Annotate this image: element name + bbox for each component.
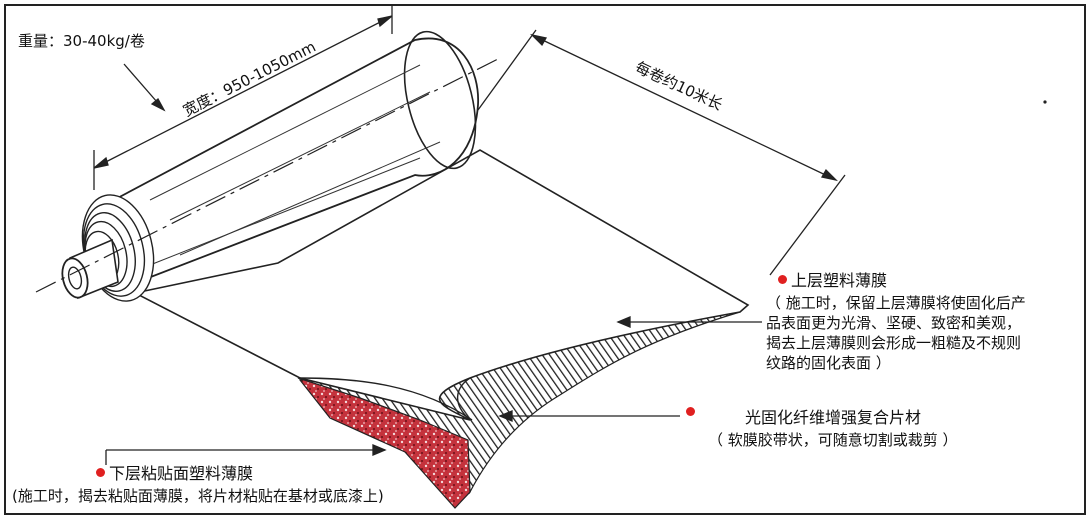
upper-film-title: 上层塑料薄膜 — [778, 271, 887, 290]
marker-dot — [686, 407, 695, 416]
lower-film-title-text: 下层粘贴面塑料薄膜 — [109, 464, 254, 483]
width-dimension — [93, 6, 393, 190]
lower-film-note: (施工时，揭去粘贴面薄膜，将片材粘贴在基材或底漆上) — [12, 487, 384, 505]
length-dimension — [477, 29, 846, 276]
core-sheet-note: （ 软膜胶带状，可随意切割或裁剪 ） — [708, 431, 958, 449]
weight-leader — [123, 63, 166, 112]
composite-sheet-layer — [297, 311, 741, 495]
core-sheet-title: 光固化纤维增强复合片材 — [745, 408, 922, 427]
diagram-frame — [4, 4, 1086, 515]
marker-dot — [96, 468, 105, 477]
marker-dot — [778, 275, 787, 284]
upper-film-line-2: 品表面更为光滑、坚硬、致密和美观， — [766, 314, 1022, 332]
lower-film-title: 下层粘贴面塑料薄膜 — [96, 464, 253, 483]
roll-axis — [35, 57, 501, 293]
upper-film-line-3: 揭去上层薄膜则会形成一粗糙及不规则 — [766, 334, 1022, 352]
weight-label: 重量：30-40kg/卷 — [18, 32, 145, 50]
upper-film-line-4: 纹路的固化表面 ） — [766, 354, 891, 372]
upper-film-sheet — [132, 149, 750, 421]
upper-film-title-text: 上层塑料薄膜 — [791, 271, 888, 290]
upper-film-line-1: （ 施工时，保留上层薄膜将使固化后产 — [766, 294, 1026, 312]
core-sheet-dot — [686, 404, 699, 423]
